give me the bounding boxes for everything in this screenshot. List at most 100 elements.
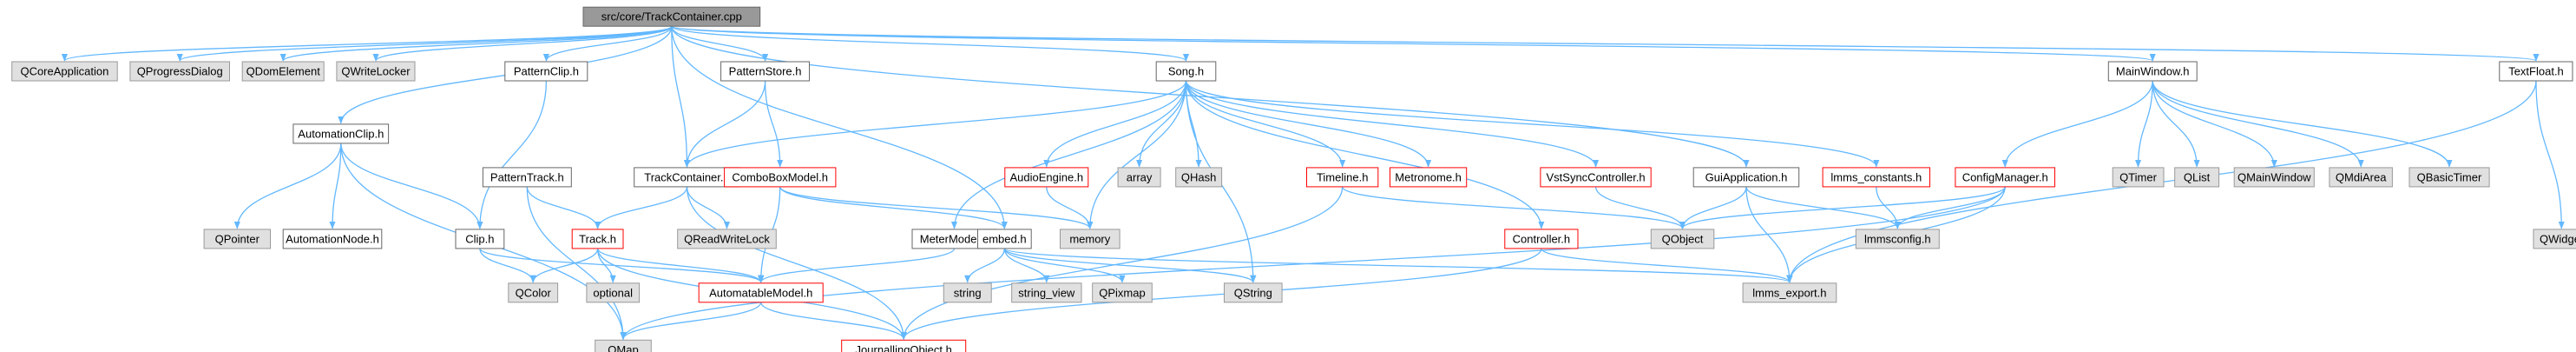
node-Timeline[interactable]: Timeline.h	[1306, 167, 1379, 188]
node-label-Clip: Clip.h	[465, 232, 494, 245]
node-GuiApplication[interactable]: GuiApplication.h	[1692, 167, 1800, 188]
node-AutomationClip[interactable]: AutomationClip.h	[292, 123, 390, 144]
node-PatternTrack[interactable]: PatternTrack.h	[482, 167, 572, 188]
node-label-QMap: QMap	[608, 343, 638, 352]
node-QMdiArea: QMdiArea	[2329, 167, 2393, 188]
edge-root-to-QWriteLocker	[372, 25, 673, 62]
node-box-VstSyncController	[1540, 167, 1652, 188]
node-label-QWidget: QWidget	[2540, 232, 2576, 245]
edge-PatternStore-to-TrackContainer	[683, 80, 766, 168]
edge-root-to-TrackContainer	[671, 26, 691, 168]
node-AutomationNode[interactable]: AutomationNode.h	[282, 229, 383, 249]
node-label-Track: Track.h	[579, 232, 616, 245]
node-box-memory	[1060, 229, 1120, 249]
node-QDomElement: QDomElement	[241, 61, 325, 82]
node-box-Metronome	[1390, 167, 1468, 188]
node-AudioEngine[interactable]: AudioEngine.h	[1004, 167, 1089, 188]
node-label-Timeline: Timeline.h	[1317, 170, 1368, 183]
node-box-root	[582, 6, 761, 27]
node-box-array	[1117, 167, 1161, 188]
node-label-root: src/core/TrackContainer.cpp	[601, 10, 742, 23]
node-box-lmms_constants	[1822, 167, 1931, 188]
edge-AudioEngine-to-memory	[1046, 186, 1094, 229]
node-ConfigManager[interactable]: ConfigManager.h	[1955, 167, 2055, 188]
node-QTimer: QTimer	[2112, 167, 2165, 188]
node-label-QTimer: QTimer	[2119, 170, 2158, 183]
edge-MainWindow-to-QList	[2152, 80, 2200, 168]
node-QWriteLocker: QWriteLocker	[336, 61, 416, 82]
edge-Track-to-QColor	[529, 248, 599, 283]
edge-Song-to-Metronome	[1185, 80, 1432, 168]
node-Track[interactable]: Track.h	[571, 229, 624, 249]
node-box-PatternStore	[720, 61, 810, 82]
node-MainWindow[interactable]: MainWindow.h	[2107, 61, 2198, 82]
node-label-AudioEngine: AudioEngine.h	[1010, 170, 1084, 183]
node-QColor: QColor	[508, 282, 559, 303]
edge-Controller-to-JournallingObject	[900, 248, 1542, 341]
node-TrackContainer[interactable]: TrackContainer.h	[634, 167, 740, 188]
node-label-AutomationNode: AutomationNode.h	[286, 232, 379, 245]
node-array: array	[1117, 167, 1161, 188]
edge-PatternStore-to-ComboBoxModel	[764, 80, 784, 168]
node-label-QList: QList	[2184, 170, 2211, 183]
edge-Timeline-to-JournallingObject	[900, 186, 1344, 341]
edge-Clip-to-AutomatableModel	[479, 248, 765, 283]
edge-AutomationClip-to-QPointer	[233, 143, 342, 229]
node-Metronome[interactable]: Metronome.h	[1390, 167, 1468, 188]
node-box-QPointer	[203, 229, 272, 249]
edge-root-to-MainWindow	[671, 25, 2156, 62]
edge-embed-to-QString	[1003, 248, 1257, 283]
node-Controller[interactable]: Controller.h	[1504, 229, 1579, 249]
node-label-string_view: string_view	[1018, 286, 1075, 299]
node-box-QWriteLocker	[336, 61, 416, 82]
node-JournallingObject[interactable]: JournallingObject.h	[841, 339, 967, 352]
node-box-string	[943, 282, 992, 303]
edge-root-to-PatternClip	[542, 25, 673, 62]
node-box-QTimer	[2112, 167, 2165, 188]
node-root[interactable]: src/core/TrackContainer.cpp	[582, 6, 761, 27]
node-PatternClip[interactable]: PatternClip.h	[504, 61, 588, 82]
node-MeterModel[interactable]: MeterModel.h	[911, 229, 997, 249]
node-QList: QList	[2174, 167, 2220, 188]
node-label-MainWindow: MainWindow.h	[2116, 65, 2190, 78]
node-ComboBoxModel[interactable]: ComboBoxModel.h	[724, 167, 837, 188]
edge-TrackContainer-to-JournallingObject	[686, 186, 907, 341]
node-label-QString: QString	[1234, 286, 1272, 299]
node-AutomatableModel[interactable]: AutomatableModel.h	[698, 282, 824, 303]
node-label-lmmsconfig: lmmsconfig.h	[1864, 232, 1931, 245]
node-box-Track	[571, 229, 624, 249]
node-label-lmms_export: lmms_export.h	[1752, 286, 1826, 299]
edge-AutomatableModel-to-QMap	[620, 302, 762, 341]
node-VstSyncController[interactable]: VstSyncController.h	[1540, 167, 1652, 188]
node-lmms_constants[interactable]: lmms_constants.h	[1822, 167, 1931, 188]
edges-layer	[62, 25, 2565, 341]
node-box-QPixmap	[1092, 282, 1153, 303]
node-embed[interactable]: embed.h	[977, 229, 1032, 249]
edge-Song-to-Timeline	[1185, 80, 1346, 168]
node-label-GuiApplication: GuiApplication.h	[1705, 170, 1788, 183]
edge-Song-to-array	[1136, 80, 1187, 168]
node-Clip[interactable]: Clip.h	[455, 229, 505, 249]
node-label-AutomationClip: AutomationClip.h	[298, 127, 384, 140]
edge-GuiApplication-to-QObject	[1679, 186, 1747, 229]
node-box-QWidget	[2533, 229, 2576, 249]
node-Song[interactable]: Song.h	[1155, 61, 1217, 82]
edge-GuiApplication-to-lmms_export	[1745, 186, 1793, 283]
node-QPixmap: QPixmap	[1092, 282, 1153, 303]
edge-AutomatableModel-to-JournallingObject	[760, 302, 907, 341]
node-label-array: array	[1127, 170, 1153, 183]
node-label-Metronome: Metronome.h	[1395, 170, 1462, 183]
node-label-QMdiArea: QMdiArea	[2336, 170, 2387, 183]
node-box-QReadWriteLock	[677, 229, 777, 249]
node-box-QMdiArea	[2329, 167, 2393, 188]
node-box-Song	[1155, 61, 1217, 82]
node-TextFloat[interactable]: TextFloat.h	[2499, 61, 2573, 82]
node-QCoreApplication: QCoreApplication	[11, 61, 118, 82]
node-label-AutomatableModel: AutomatableModel.h	[709, 286, 812, 299]
node-PatternStore[interactable]: PatternStore.h	[720, 61, 810, 82]
node-box-lmms_export	[1742, 282, 1837, 303]
node-label-QReadWriteLock: QReadWriteLock	[684, 232, 770, 245]
node-box-QList	[2174, 167, 2220, 188]
node-box-Timeline	[1306, 167, 1379, 188]
